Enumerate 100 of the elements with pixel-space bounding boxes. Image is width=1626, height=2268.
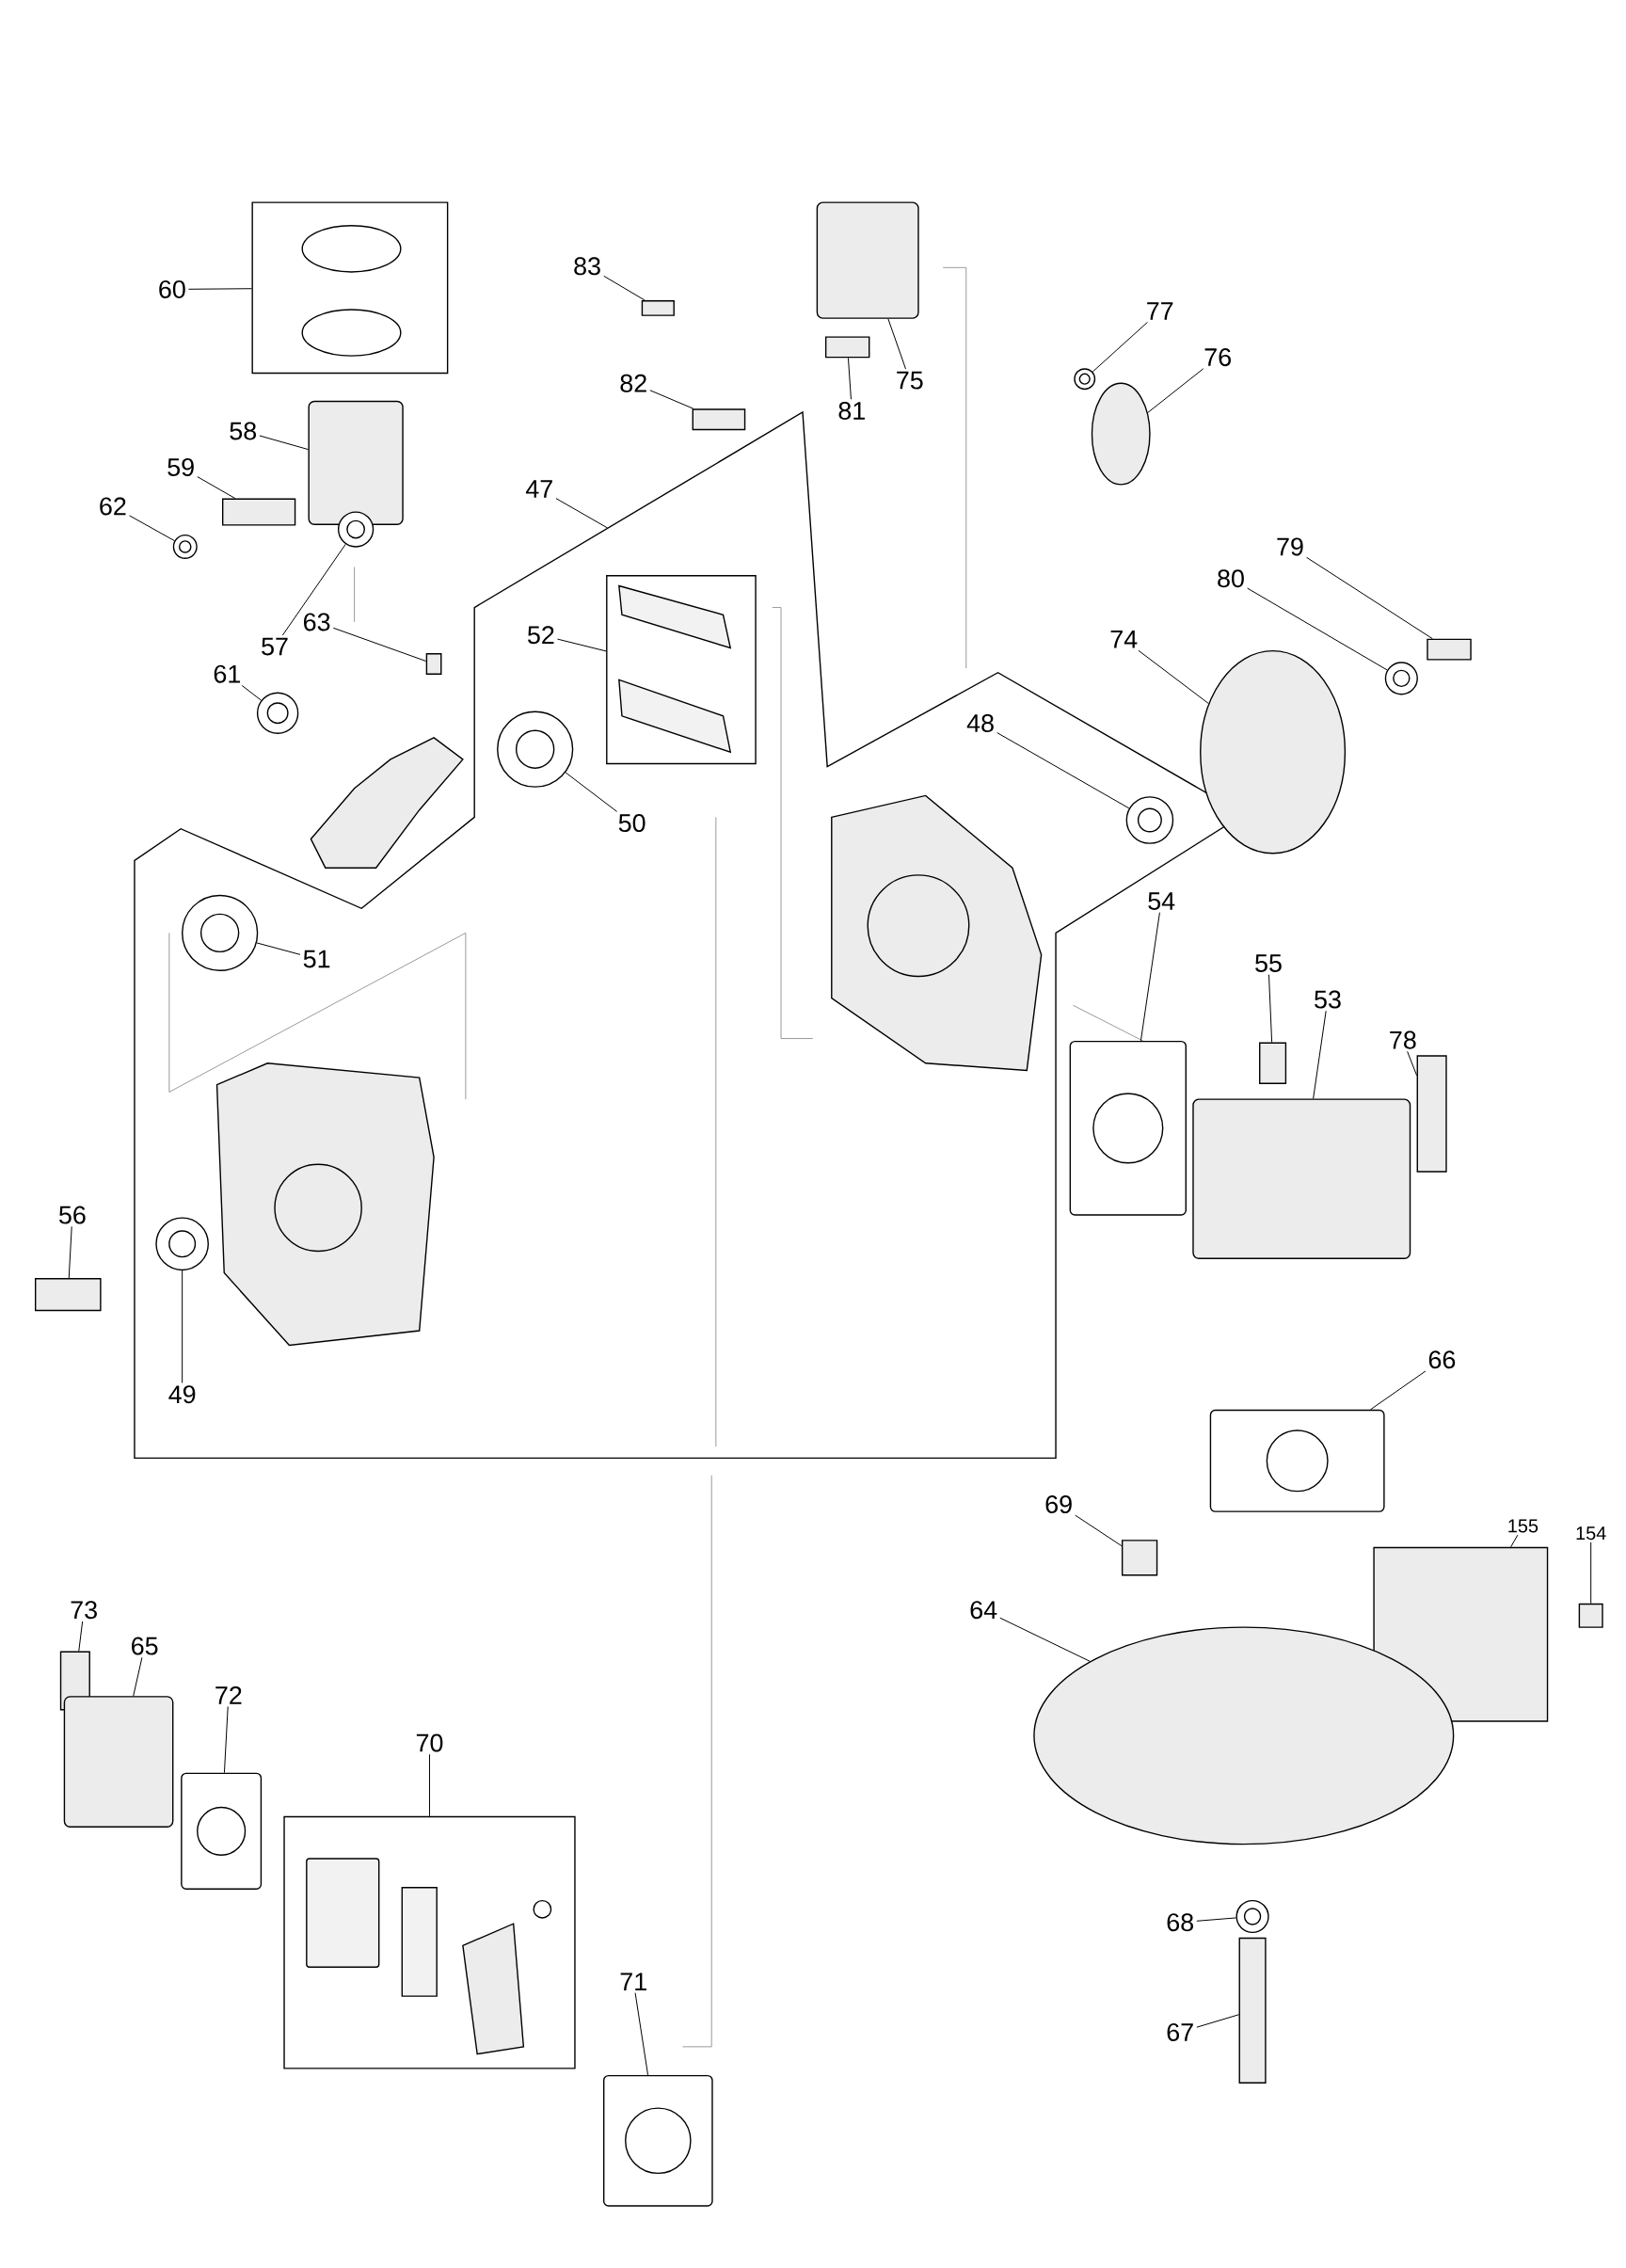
screw-drawing [1578, 1603, 1603, 1628]
cylinder-drawing [1192, 1098, 1411, 1259]
callout-number: 58 [230, 422, 257, 440]
leader-line [259, 435, 310, 451]
muffler-drawing [1033, 1626, 1455, 1845]
callout-number: 82 [620, 374, 647, 392]
callout-number: 47 [526, 480, 553, 498]
callout-number: 78 [1390, 1030, 1416, 1049]
leader-line [634, 1992, 649, 2076]
bolt-drawing [1122, 1540, 1158, 1576]
callout-number: 71 [620, 1973, 647, 1990]
key-drawing [425, 653, 442, 675]
leader-line [603, 275, 646, 301]
leader-line [1268, 974, 1273, 1044]
callout-number: 74 [1110, 631, 1138, 648]
leader-line [1247, 587, 1388, 671]
ball-bearing-drawing [182, 894, 259, 971]
clip-drawing [173, 534, 198, 559]
leader-line [887, 318, 907, 370]
leader-line [1196, 1917, 1237, 1922]
leader-line [1313, 1010, 1327, 1099]
callout-number: 56 [59, 1206, 86, 1224]
leader-line [224, 1705, 229, 1774]
leader-line [188, 288, 253, 290]
bolt-drawing [1259, 1042, 1287, 1084]
leader-line [333, 627, 427, 663]
callout-number: 63 [304, 613, 330, 631]
leader-line [1075, 1514, 1123, 1547]
leader-line [256, 942, 301, 955]
leader-line [1306, 556, 1434, 640]
leader-line [1510, 1534, 1519, 1548]
ball-bearing-drawing [497, 711, 574, 788]
leader-line [996, 732, 1130, 809]
leader-line [241, 684, 263, 701]
callout-number: 57 [262, 637, 288, 656]
intake-block-drawing [63, 1696, 174, 1828]
oil-seal-drawing [155, 1217, 210, 1271]
leader-line [1147, 368, 1204, 413]
leader-line [129, 515, 176, 542]
gasket-drawing [1209, 1409, 1385, 1512]
callout-number: 83 [574, 257, 601, 276]
spark-plug-drawing [1416, 1055, 1447, 1173]
callout-number: 61 [214, 664, 241, 683]
callout-number: 54 [1148, 892, 1175, 910]
callout-number: 53 [1315, 990, 1341, 1009]
callout-number: 76 [1204, 348, 1232, 367]
leader-line [197, 476, 236, 500]
callout-number: 80 [1218, 569, 1245, 588]
callout-number: 49 [168, 1385, 196, 1404]
needle-bearing-drawing [338, 511, 375, 548]
wire-terminal-drawing [641, 300, 676, 316]
gasket-drawing [603, 2074, 713, 2207]
callout-number: 69 [1045, 1495, 1073, 1514]
callout-number: 59 [167, 457, 195, 476]
bolt-drawing [35, 1278, 102, 1312]
callout-number: 50 [619, 814, 646, 833]
bolt-drawing [1238, 1937, 1267, 2084]
callout-number: 60 [159, 280, 185, 298]
leader-line [1407, 1050, 1418, 1077]
leader-line [848, 357, 853, 400]
leader-line [68, 1225, 72, 1279]
leader-line [282, 543, 346, 636]
gasket-drawing [181, 1772, 263, 1890]
callout-number: 77 [1147, 302, 1173, 320]
callout-number: 72 [215, 1686, 242, 1704]
leader-line [649, 390, 694, 409]
callout-number: 52 [528, 626, 554, 645]
oil-seal-drawing [1125, 796, 1174, 844]
callout-number: 65 [132, 1637, 158, 1655]
leader-line [555, 498, 609, 529]
callout-number: 51 [303, 950, 330, 968]
bolt-drawing [1427, 638, 1472, 661]
leader-line [133, 1656, 143, 1697]
leader-line [1092, 321, 1149, 373]
leader-line [565, 772, 618, 812]
callout-number: 55 [1255, 954, 1282, 973]
callout-number: 68 [1167, 1913, 1194, 1932]
leader-line [999, 1617, 1091, 1662]
leader-line [557, 638, 607, 652]
leader-line [78, 1621, 84, 1653]
callout-number: 75 [897, 371, 923, 390]
callout-number: 73 [71, 1601, 98, 1620]
callout-number: 70 [417, 1733, 443, 1752]
washer-drawing [1235, 1899, 1269, 1934]
callout-number: 64 [970, 1601, 997, 1620]
ignition-coil-drawing [816, 201, 919, 319]
callout-number: 81 [838, 402, 866, 420]
flywheel-drawing [1200, 649, 1347, 854]
leader-line [429, 1753, 431, 1817]
piston-drawing [308, 400, 404, 525]
screw-drawing [825, 336, 870, 359]
gasket-drawing [1069, 1040, 1188, 1216]
reed-valve-set-box [283, 1815, 576, 2069]
spring-drawing [1074, 368, 1096, 391]
callout-number: 67 [1167, 2022, 1193, 2041]
callout-number: 79 [1277, 537, 1303, 556]
callout-number: 62 [100, 497, 126, 516]
leader-line [1138, 649, 1210, 705]
callout-number: 155 [1508, 1519, 1538, 1533]
washer-drawing [1384, 662, 1419, 695]
